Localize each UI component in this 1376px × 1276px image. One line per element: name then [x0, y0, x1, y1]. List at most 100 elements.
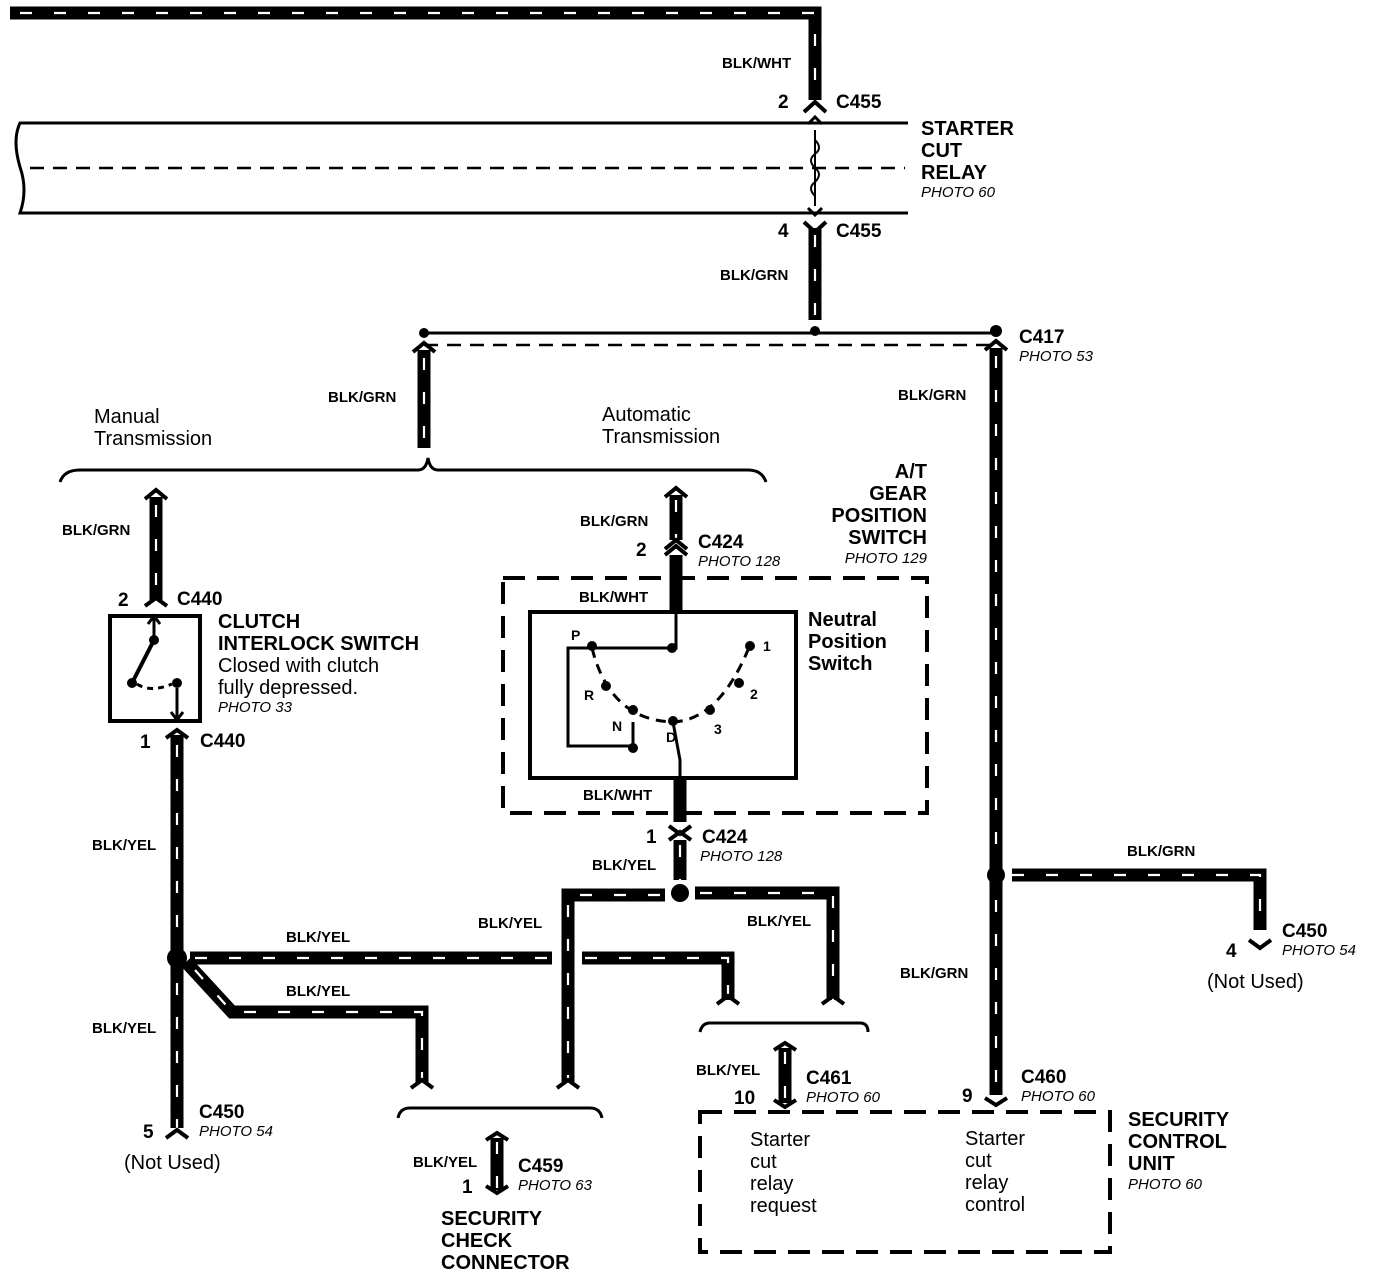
node-blk-yel-c424	[671, 884, 689, 902]
pin-number: 1	[140, 732, 151, 753]
gear-position-label: 2	[750, 686, 758, 702]
photo-ref: PHOTO 60	[921, 184, 996, 201]
photo-ref: PHOTO 60	[1128, 1176, 1203, 1193]
component-label: Switch	[808, 653, 872, 675]
connector-label: C440	[177, 589, 222, 610]
component-label: STARTER	[921, 118, 1015, 140]
component-note: Closed with clutch	[218, 655, 379, 677]
wire-label: BLK/GRN	[328, 389, 396, 406]
wire-label: BLK/YEL	[478, 915, 542, 932]
connector-label: C424	[702, 827, 748, 848]
photo-ref: PHOTO 60	[806, 1089, 881, 1106]
pin-number: 1	[462, 1177, 473, 1198]
starter-cut-relay	[14, 114, 908, 218]
component-label: INTERLOCK SWITCH	[218, 633, 419, 655]
branch-label: Transmission	[94, 428, 212, 450]
connector-label: C455	[836, 92, 882, 113]
photo-ref: PHOTO 128	[700, 848, 783, 865]
connector-label: C461	[806, 1068, 852, 1089]
photo-ref: PHOTO 53	[1019, 348, 1094, 365]
wire-blk-grn-c450-4	[1012, 868, 1267, 930]
pin-number: 2	[118, 590, 129, 611]
splice-nodes	[167, 325, 1005, 968]
wire-label: BLK/YEL	[92, 837, 156, 854]
gear-position-label: R	[584, 687, 594, 703]
component-label: SWITCH	[848, 527, 927, 549]
connector-label: C450	[199, 1102, 244, 1123]
wire-label: BLK/WHT	[579, 589, 648, 606]
component-label: CLUTCH	[218, 611, 300, 633]
photo-ref: PHOTO 128	[698, 553, 781, 570]
wire-label: BLK/GRN	[1127, 843, 1195, 860]
pin-number: 2	[636, 540, 647, 561]
wire-label: BLK/WHT	[583, 787, 652, 804]
wire-label: BLK/YEL	[592, 857, 656, 874]
connector-marks	[143, 99, 1273, 1196]
component-label: A/T	[895, 461, 927, 483]
photo-ref: PHOTO 33	[218, 699, 293, 716]
pin-number: 4	[1226, 941, 1237, 962]
wire-label: BLK/YEL	[286, 983, 350, 1000]
wire-blk-yel-to-c461-left	[582, 951, 735, 1000]
component-note: fully depressed.	[218, 677, 358, 699]
node-c417-left	[419, 328, 429, 338]
component-label: GEAR	[869, 483, 927, 505]
component-label: RELAY	[921, 162, 988, 184]
pin-number: 2	[778, 92, 789, 113]
terminal-label: Starter	[965, 1128, 1025, 1150]
component-label: UNIT	[1128, 1153, 1175, 1175]
photo-ref: PHOTO 54	[199, 1123, 273, 1140]
pin-number: 4	[778, 221, 789, 242]
wire-blk-yel-to-c459	[561, 888, 665, 1082]
pin-number: 9	[962, 1086, 973, 1107]
photo-ref: PHOTO 60	[1021, 1088, 1096, 1105]
terminal-label: cut	[965, 1150, 992, 1172]
node-blk-grn-split	[987, 866, 1005, 884]
connector-label: C440	[200, 731, 245, 752]
pin-number: 1	[646, 827, 657, 848]
terminal-label: Starter	[750, 1129, 810, 1151]
node-c417-right	[990, 325, 1002, 337]
branch-label: Transmission	[602, 426, 720, 448]
gear-position-label: N	[612, 718, 622, 734]
terminal-label: request	[750, 1195, 817, 1217]
photo-ref: PHOTO 54	[1282, 942, 1356, 959]
terminal-label: relay	[965, 1172, 1008, 1194]
thin-lines	[58, 331, 996, 1119]
branch-label: Automatic	[602, 404, 691, 426]
pin-number: 10	[734, 1088, 755, 1109]
not-used-label: (Not Used)	[1207, 971, 1304, 993]
wire-label: BLK/GRN	[900, 965, 968, 982]
security-control-unit-box	[698, 1110, 1112, 1254]
branch-label: Manual	[94, 406, 160, 428]
wire-blk-yel-to-c461-right	[695, 886, 840, 1000]
wire-label: BLK/GRN	[720, 267, 788, 284]
connector-label: C460	[1021, 1067, 1066, 1088]
connector-label: C417	[1019, 327, 1064, 348]
wire-label: BLK/GRN	[580, 513, 648, 530]
pin-number: 5	[143, 1122, 154, 1143]
wire-blk-wht-top	[10, 6, 822, 100]
terminal-label: relay	[750, 1173, 793, 1195]
terminal-label: cut	[750, 1151, 777, 1173]
gear-position-label: D	[666, 729, 676, 745]
node-c417-center	[810, 326, 820, 336]
wires	[10, 6, 1267, 1190]
node-blk-yel-clutch	[167, 948, 187, 968]
at-gear-position-switch-symbol	[501, 576, 929, 815]
wire-label: BLK/GRN	[62, 522, 130, 539]
connector-label: C455	[836, 221, 882, 242]
wire-label: BLK/YEL	[413, 1154, 477, 1171]
gear-position-label: P	[571, 627, 580, 643]
photo-ref: PHOTO 129	[845, 550, 928, 567]
component-label: CONNECTOR	[441, 1252, 570, 1274]
component-label: CONTROL	[1128, 1131, 1227, 1153]
component-label: SECURITY	[441, 1208, 543, 1230]
wire-label: BLK/YEL	[747, 913, 811, 930]
wire-label: BLK/WHT	[722, 55, 791, 72]
gear-position-label: 3	[714, 721, 722, 737]
wire-label: BLK/YEL	[696, 1062, 760, 1079]
component-label: Position	[808, 631, 887, 653]
